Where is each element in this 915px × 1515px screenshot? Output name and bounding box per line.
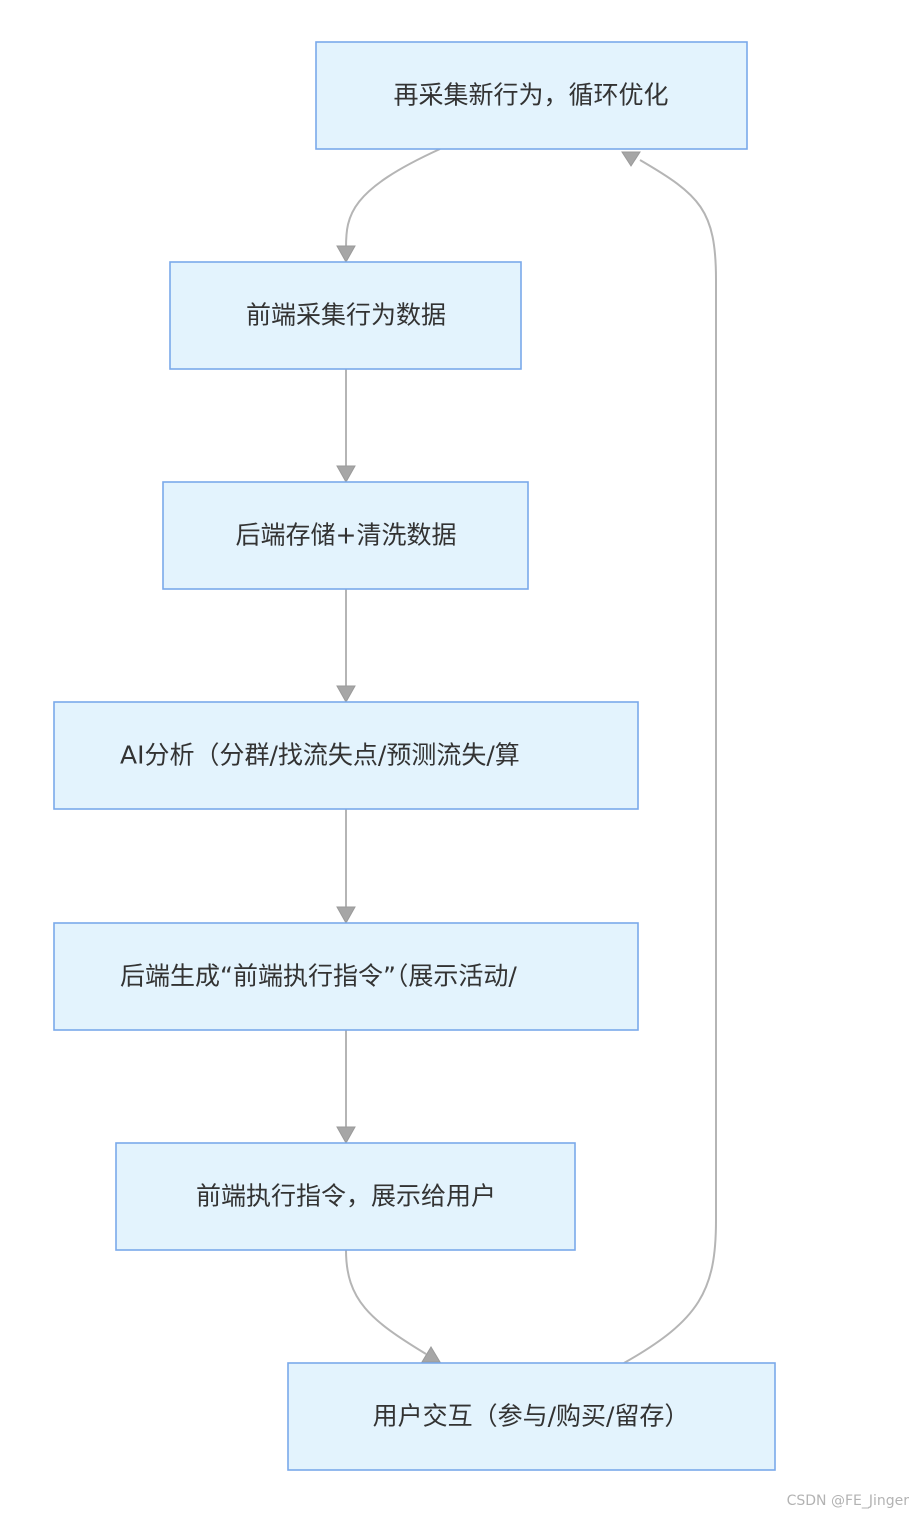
node-store: 后端存储+清洗数据 (162, 481, 529, 590)
edge-execute-to-interact (345, 1249, 427, 1355)
node-interact: 用户交互（参与/购买/留存） (287, 1362, 776, 1471)
arrowhead-analyze (336, 685, 356, 704)
edge-interact-to-collect-again (623, 159, 717, 1364)
edges (336, 148, 717, 1364)
node-label: 前端采集行为数据 (246, 301, 446, 330)
node-label: 前端执行指令，展示给用户 (196, 1182, 496, 1211)
node-label: 后端存储+清洗数据 (236, 521, 457, 550)
arrowhead-generate (336, 906, 356, 925)
node-generate: 后端生成“前端执行指令”（展示活动/ (53, 922, 639, 1031)
label-clip-mask (572, 704, 636, 807)
arrowhead-interact (421, 1346, 441, 1363)
node-label: 后端生成“前端执行指令”（展示活动/ (120, 962, 517, 991)
node-label: 再采集新行为，循环优化 (393, 81, 668, 110)
node-label: AI分析（分群/找流失点/预测流失/算 (120, 741, 520, 770)
arrowhead-store (336, 465, 356, 484)
node-execute: 前端执行指令，展示给用户 (115, 1142, 576, 1251)
node-analyze: AI分析（分群/找流失点/预测流失/算 (53, 701, 639, 810)
node-collect-again: 再采集新行为，循环优化 (315, 41, 748, 150)
node-collect: 前端采集行为数据 (169, 261, 522, 370)
edge-collect-again-to-collect (345, 148, 441, 249)
watermark: CSDN @FE_Jinger (786, 1493, 909, 1509)
arrowhead-collect (336, 245, 356, 264)
label-clip-mask (572, 925, 636, 1028)
node-label: 用户交互（参与/购买/留存） (373, 1402, 690, 1431)
arrowhead-execute (336, 1126, 356, 1145)
arrowhead-collect-again (621, 151, 641, 167)
